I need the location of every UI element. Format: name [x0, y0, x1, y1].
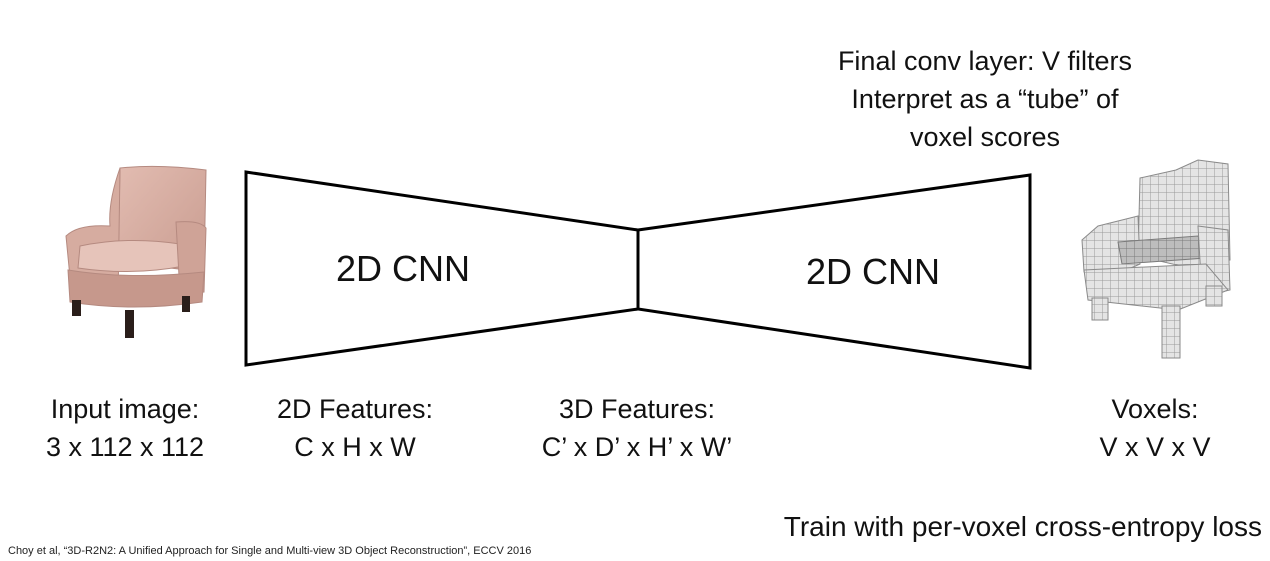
voxels-title: Voxels:: [1111, 394, 1199, 424]
features-3d-title: 3D Features:: [558, 394, 716, 424]
decoder-trapezoid: [636, 173, 1032, 370]
input-title: Input image:: [50, 394, 200, 424]
voxels-dims: V x V x V: [1099, 432, 1211, 462]
encoder-label: 2D CNN: [336, 248, 471, 289]
input-dims: 3 x 112 x 112: [45, 432, 205, 462]
voxel-chair-icon: [1081, 159, 1231, 359]
features-2d-label: 2D Features: C x H x W: [255, 390, 455, 466]
voxels-label: Voxels: V x V x V: [1075, 390, 1235, 466]
caption-line-1: Final conv layer: V filters: [837, 46, 1133, 76]
features-3d-dims: C’ x D’ x H’ x W’: [541, 432, 733, 462]
features-2d-title: 2D Features:: [276, 394, 434, 424]
loss-note: Train with per-voxel cross-entropy loss: [783, 511, 1262, 542]
decoder-label: 2D CNN: [806, 251, 941, 292]
features-3d-label: 3D Features: C’ x D’ x H’ x W’: [517, 390, 757, 466]
features-2d-dims: C x H x W: [294, 432, 416, 462]
input-image-label: Input image: 3 x 112 x 112: [20, 390, 230, 466]
citation: Choy et al, “3D-R2N2: A Unified Approach…: [8, 545, 532, 557]
armchair-photo-icon: [65, 165, 207, 338]
caption-line-3: voxel scores: [909, 122, 1061, 152]
caption-line-2: Interpret as a “tube” of: [851, 84, 1119, 114]
decoder-caption: Final conv layer: V filters Interpret as…: [790, 42, 1180, 156]
